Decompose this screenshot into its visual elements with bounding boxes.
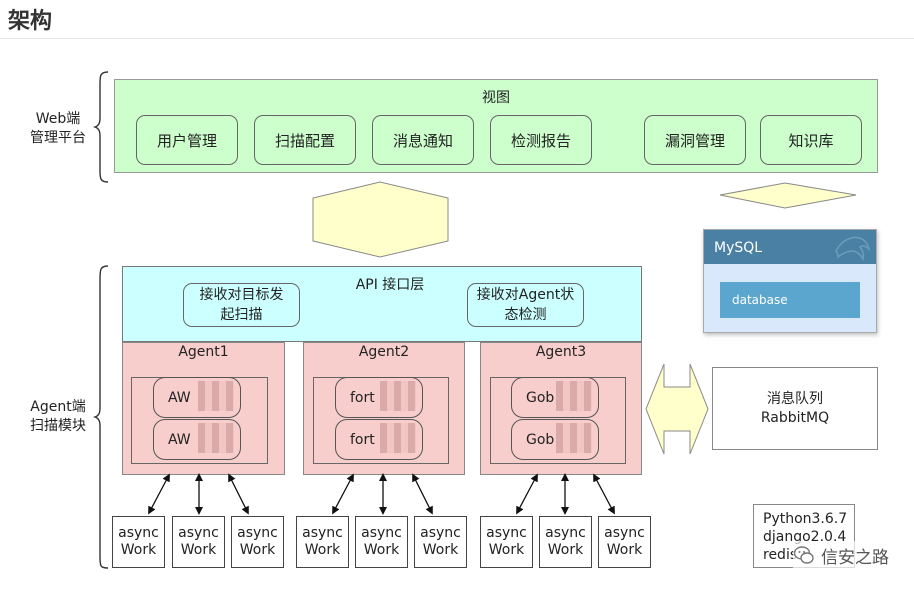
redaction-mosaic	[556, 381, 592, 411]
arrow-a3-w3	[593, 473, 615, 515]
worker-line2: Work	[363, 542, 400, 558]
watermark-text: 信安之路	[821, 547, 889, 568]
worker-line1: async	[237, 525, 278, 541]
mysql-panel: MySQL database	[703, 229, 877, 333]
watermark: 信安之路	[793, 541, 903, 569]
worker-line2: Work	[239, 542, 276, 558]
agent2-tool-1: fort	[335, 377, 423, 418]
version-info-box: Python3.6.7 django2.0.4 redis	[753, 504, 855, 568]
agent-side-line2: 扫描模块	[30, 418, 86, 434]
worker-line2: Work	[606, 542, 643, 558]
worker-line2: Work	[547, 542, 584, 558]
mysql-title: MySQL	[714, 240, 763, 256]
redaction-mosaic	[198, 381, 234, 411]
worker-line2: Work	[180, 542, 217, 558]
api-box2-line2: 态检测	[504, 307, 547, 323]
agent3-tool-1-label: Gob	[526, 389, 555, 406]
api-box1-line1: 接收对目标发	[199, 287, 284, 303]
agent3-tool-2: Gob	[511, 419, 599, 460]
module-scan-config[interactable]: 扫描配置	[254, 115, 356, 165]
web-api-big-arrow	[312, 181, 449, 258]
agent3-title: Agent3	[535, 344, 587, 360]
agent3-tool-1: Gob	[511, 377, 599, 418]
api-scan-target-box: 接收对目标发起扫描	[183, 283, 300, 327]
worker-line1: async	[361, 525, 402, 541]
agent1-tool-2: AW	[153, 419, 241, 460]
api-layer-label: API 接口层	[355, 277, 425, 293]
api-box1-line2: 起扫描	[220, 307, 263, 323]
agent1-tool-2-label: AW	[168, 431, 191, 448]
module-vuln-management[interactable]: 漏洞管理	[644, 115, 746, 165]
agent2-tool-2-label: fort	[350, 431, 375, 448]
redaction-mosaic	[198, 423, 234, 453]
mysql-dolphin-icon	[835, 236, 871, 261]
wechat-icon	[793, 546, 814, 564]
agent-side-label: Agent端 扫描模块	[20, 398, 96, 436]
agent2-title: Agent2	[358, 344, 410, 360]
arrow-a1-w1	[148, 473, 170, 515]
message-queue-box: 消息队列 RabbitMQ	[712, 367, 878, 450]
agent1-title: Agent1	[178, 344, 229, 360]
worker-line1: async	[545, 525, 586, 541]
agent-brace	[92, 265, 109, 569]
agent3-tool-2-label: Gob	[526, 431, 555, 448]
worker-line1: async	[118, 525, 159, 541]
redaction-mosaic	[380, 381, 416, 411]
worker-line2: Work	[488, 542, 525, 558]
page-title: 架构	[8, 9, 53, 34]
redaction-mosaic	[380, 423, 416, 453]
agent-mq-big-arrow	[645, 363, 709, 455]
version-python: Python3.6.7	[763, 511, 848, 527]
arrow-a2-w3	[412, 473, 433, 515]
mq-line1: 消息队列	[767, 390, 823, 407]
module-knowledge-base[interactable]: 知识库	[760, 115, 862, 165]
title-divider	[0, 38, 914, 39]
api-agent-status-box: 接收对Agent状态检测	[467, 283, 584, 327]
web-brace	[92, 71, 109, 183]
web-side-line1: Web端	[35, 111, 81, 127]
module-user-management[interactable]: 用户管理	[136, 115, 238, 165]
worker-line1: async	[486, 525, 527, 541]
web-side-line2: 管理平台	[30, 130, 86, 146]
arrow-a1-w3	[228, 473, 249, 515]
agent2-tool-1-label: fort	[350, 389, 375, 406]
agent2-tool-2: fort	[335, 419, 423, 460]
worker-line2: Work	[422, 542, 459, 558]
worker-line2: Work	[120, 542, 157, 558]
web-side-label: Web端 管理平台	[20, 110, 96, 148]
module-reports[interactable]: 检测报告	[490, 115, 592, 165]
module-notifications[interactable]: 消息通知	[372, 115, 474, 165]
mq-line2: RabbitMQ	[760, 409, 830, 426]
web-mysql-big-arrow	[719, 182, 857, 209]
database-box: database	[720, 282, 860, 318]
api-box2-line1: 接收对Agent状	[476, 287, 575, 303]
arrow-a2-w1	[332, 473, 354, 515]
agent1-tool-1: AW	[153, 377, 241, 418]
agent-worker-arrows	[148, 473, 615, 515]
worker-line1: async	[604, 525, 645, 541]
redaction-mosaic	[556, 423, 592, 453]
worker-line1: async	[178, 525, 219, 541]
web-view-label: 视图	[482, 90, 510, 106]
agent-side-line1: Agent端	[30, 399, 86, 415]
mysql-header: MySQL	[704, 230, 876, 264]
version-redis: redis	[763, 547, 798, 563]
worker-line1: async	[420, 525, 461, 541]
arrow-a3-w1	[516, 473, 538, 515]
worker-line1: async	[302, 525, 343, 541]
agent1-tool-1-label: AW	[168, 389, 191, 406]
worker-line2: Work	[304, 542, 341, 558]
